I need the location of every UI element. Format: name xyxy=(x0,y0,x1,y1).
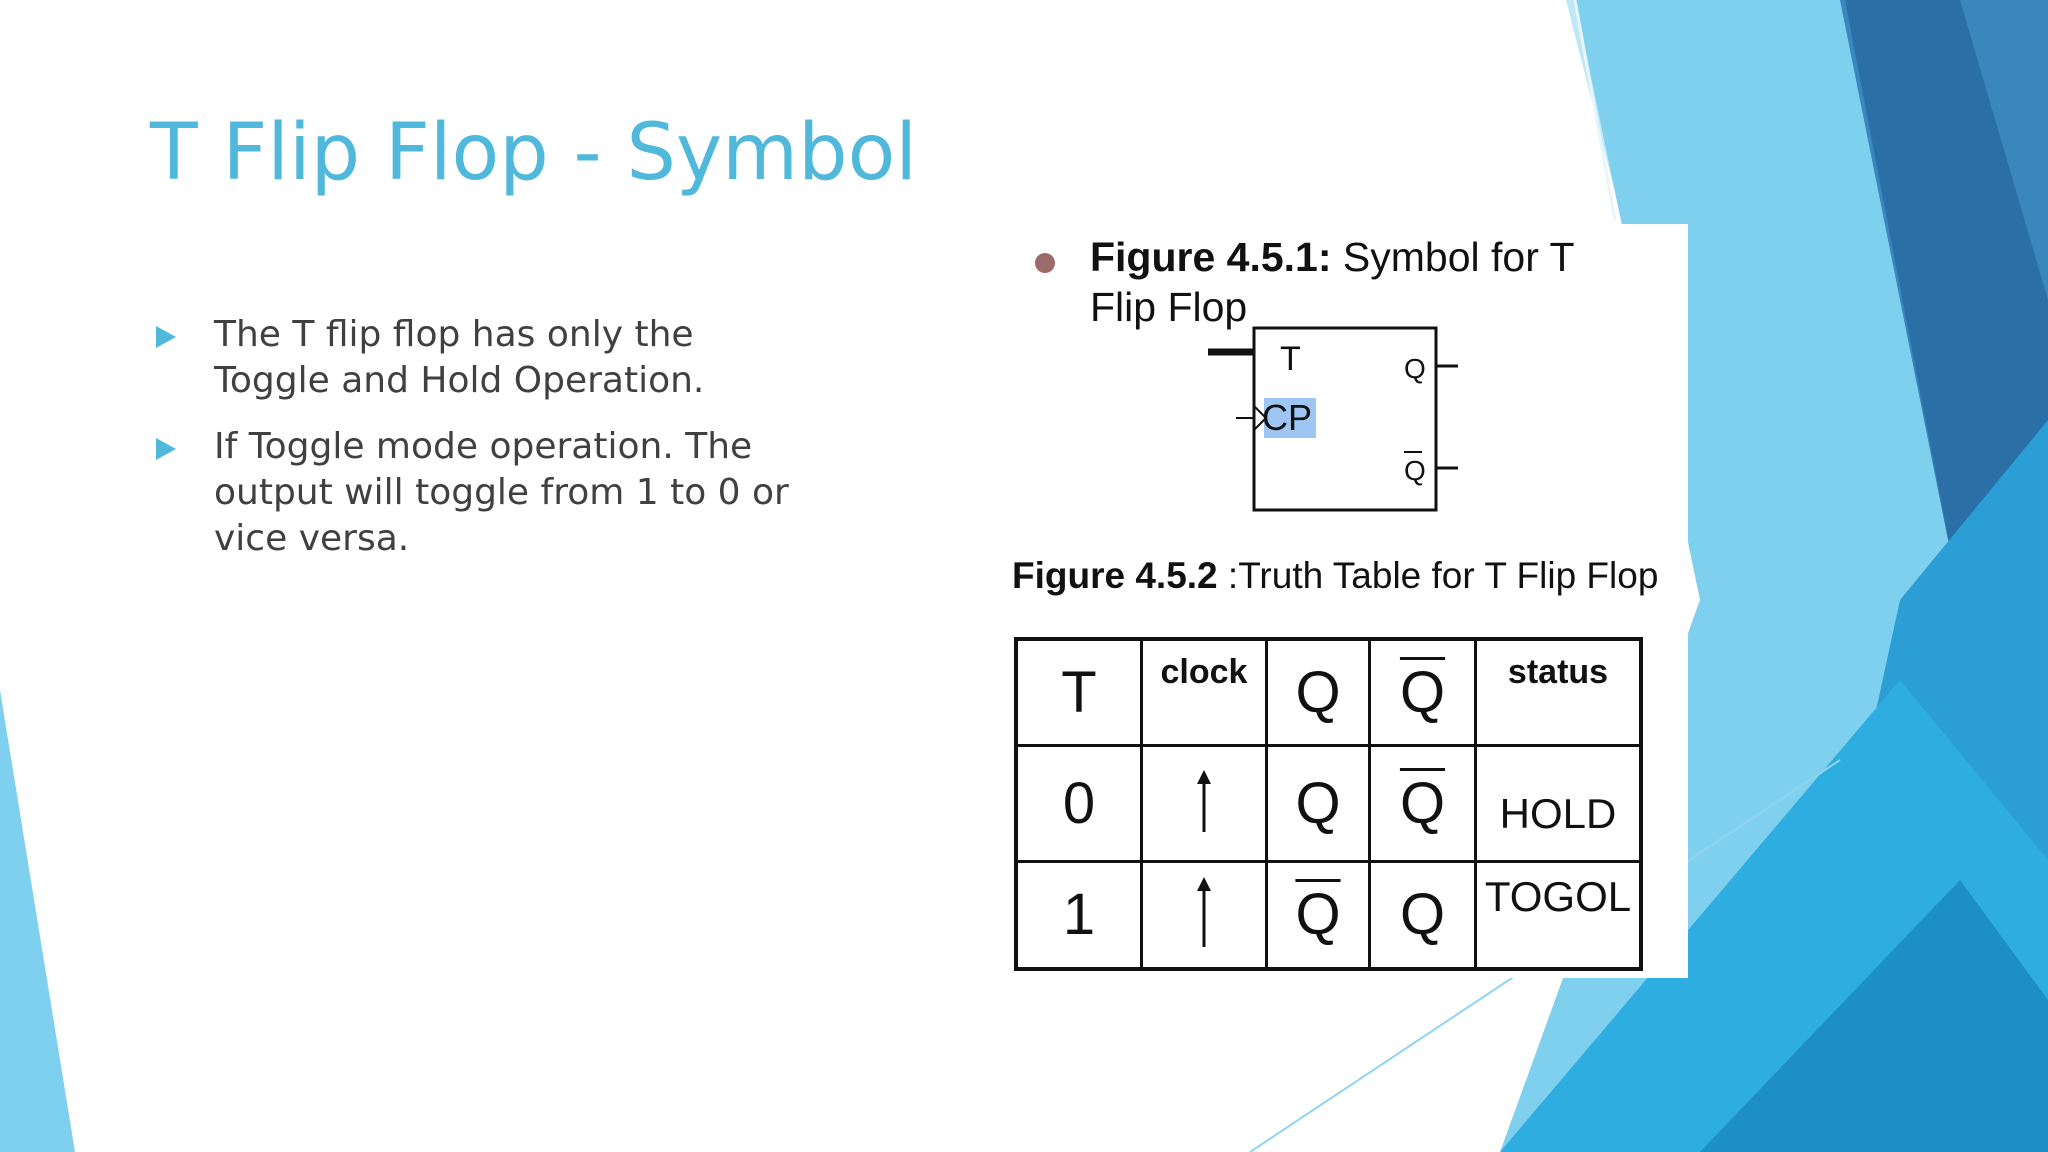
cp-selection-highlight xyxy=(1264,398,1316,438)
figure-1-text: Symbol for T Flip Flop xyxy=(1090,234,1574,330)
cell-clock xyxy=(1140,859,1268,971)
figure-bullet-dot-icon xyxy=(1035,253,1055,273)
figure-2-text: :Truth Table for T Flip Flop xyxy=(1217,555,1659,596)
cell-q-bar: Q xyxy=(1265,859,1371,971)
cell-t: 0 xyxy=(1014,743,1143,863)
symbol-q-label: Q xyxy=(1404,353,1426,384)
cell-q: Q xyxy=(1265,743,1371,863)
cell-t: 1 xyxy=(1014,859,1143,971)
header-clock: clock xyxy=(1140,637,1268,747)
figure-1-label: Figure 4.5.1: xyxy=(1090,234,1332,280)
truth-table: T clock Q Q status 0 Q Q HOLD 1 xyxy=(1014,637,1643,971)
symbol-cp-label: CP xyxy=(1262,397,1313,438)
table-header-row: T clock Q Q status xyxy=(1014,637,1643,747)
header-status: status xyxy=(1474,637,1643,747)
bullet-text: If Toggle mode operation. The output wil… xyxy=(214,426,789,559)
cell-status: TOGOL xyxy=(1474,859,1643,971)
rising-edge-arrow-icon xyxy=(1197,877,1211,948)
table-row: 1 Q Q TOGOL xyxy=(1014,859,1643,971)
symbol-t-label: T xyxy=(1280,340,1301,378)
table-row: 0 Q Q HOLD xyxy=(1014,743,1643,863)
bullet-arrow-icon xyxy=(156,326,176,348)
header-q: Q xyxy=(1265,637,1371,747)
bullet-arrow-icon xyxy=(156,438,176,460)
header-t: T xyxy=(1014,637,1143,747)
bullet-text: The T flip flop has only the Toggle and … xyxy=(214,314,705,401)
figure-1-caption: Figure 4.5.1: Symbol for T Flip Flop xyxy=(1090,232,1650,332)
cell-status: HOLD xyxy=(1474,743,1643,863)
figure-2-label: Figure 4.5.2 xyxy=(1012,555,1218,596)
figure-2-caption: Figure 4.5.2 :Truth Table for T Flip Flo… xyxy=(1012,555,1658,597)
symbol-q-bar-label: Q xyxy=(1404,455,1426,486)
header-q-bar: Q xyxy=(1368,637,1477,747)
rising-edge-arrow-icon xyxy=(1197,769,1211,832)
slide-title: T Flip Flop - Symbol xyxy=(150,108,918,198)
bullet-list: The T flip flop has only the Toggle and … xyxy=(156,312,796,582)
bullet-item: If Toggle mode operation. The output wil… xyxy=(156,424,796,562)
bullet-item: The T flip flop has only the Toggle and … xyxy=(156,312,796,404)
flip-flop-symbol: T Q Q xyxy=(1208,326,1458,512)
cell-clock xyxy=(1140,743,1268,863)
cell-q: Q xyxy=(1368,859,1477,971)
cell-q-bar: Q xyxy=(1368,743,1477,863)
